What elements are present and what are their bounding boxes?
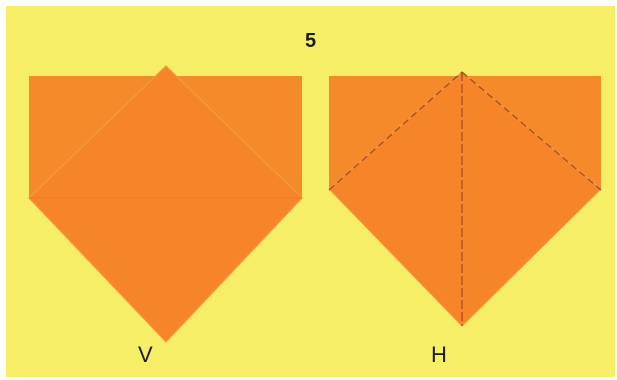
right-fold-figure: [329, 72, 601, 326]
step-number: 5: [305, 31, 316, 51]
left-fold-figure: [29, 66, 302, 342]
figure-label-v: V: [138, 344, 153, 366]
figure-label-h: H: [431, 344, 447, 366]
